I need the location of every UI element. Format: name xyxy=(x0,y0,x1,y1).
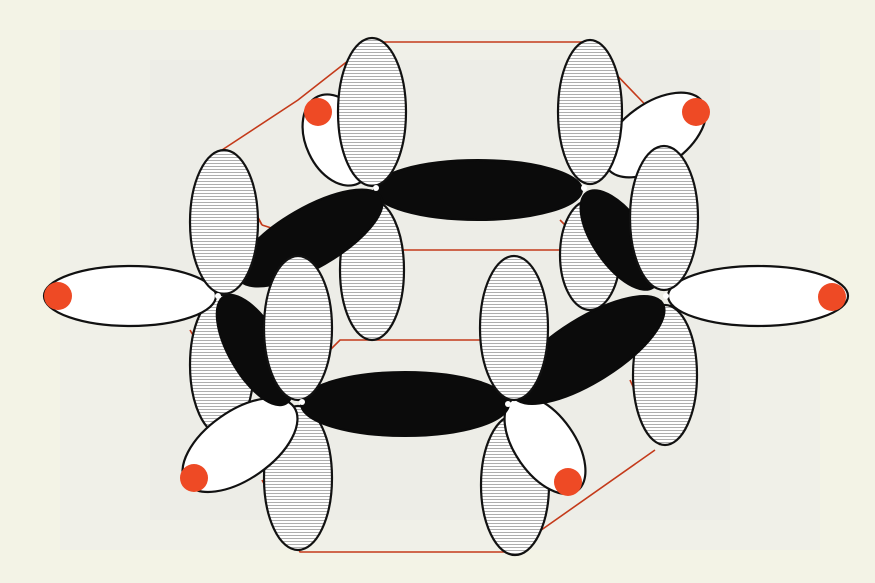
carbon-atom xyxy=(581,185,587,191)
hydrogen-dot xyxy=(818,283,846,311)
hydrogen-dot xyxy=(180,464,208,492)
p-lobe xyxy=(558,40,622,184)
hydrogen-dot xyxy=(304,98,332,126)
p-lobe xyxy=(630,146,698,290)
hydrogen-dot xyxy=(682,98,710,126)
carbon-atom xyxy=(505,401,511,407)
p-lobe xyxy=(480,256,548,400)
sigma-bond-top xyxy=(374,160,582,220)
carbon-atom xyxy=(663,293,669,299)
p-lobe xyxy=(264,256,332,400)
p-lobe xyxy=(190,150,258,294)
carbon-atom xyxy=(299,399,305,405)
hydrogen-dot xyxy=(554,468,582,496)
p-lobe xyxy=(338,38,406,186)
sigma-bond-bottom xyxy=(301,372,509,436)
hydrogen-dot xyxy=(44,282,72,310)
c-h-bond-right xyxy=(668,266,848,326)
carbon-atom xyxy=(373,185,379,191)
carbon-atom xyxy=(215,293,221,299)
c-h-bond-left xyxy=(44,266,216,326)
